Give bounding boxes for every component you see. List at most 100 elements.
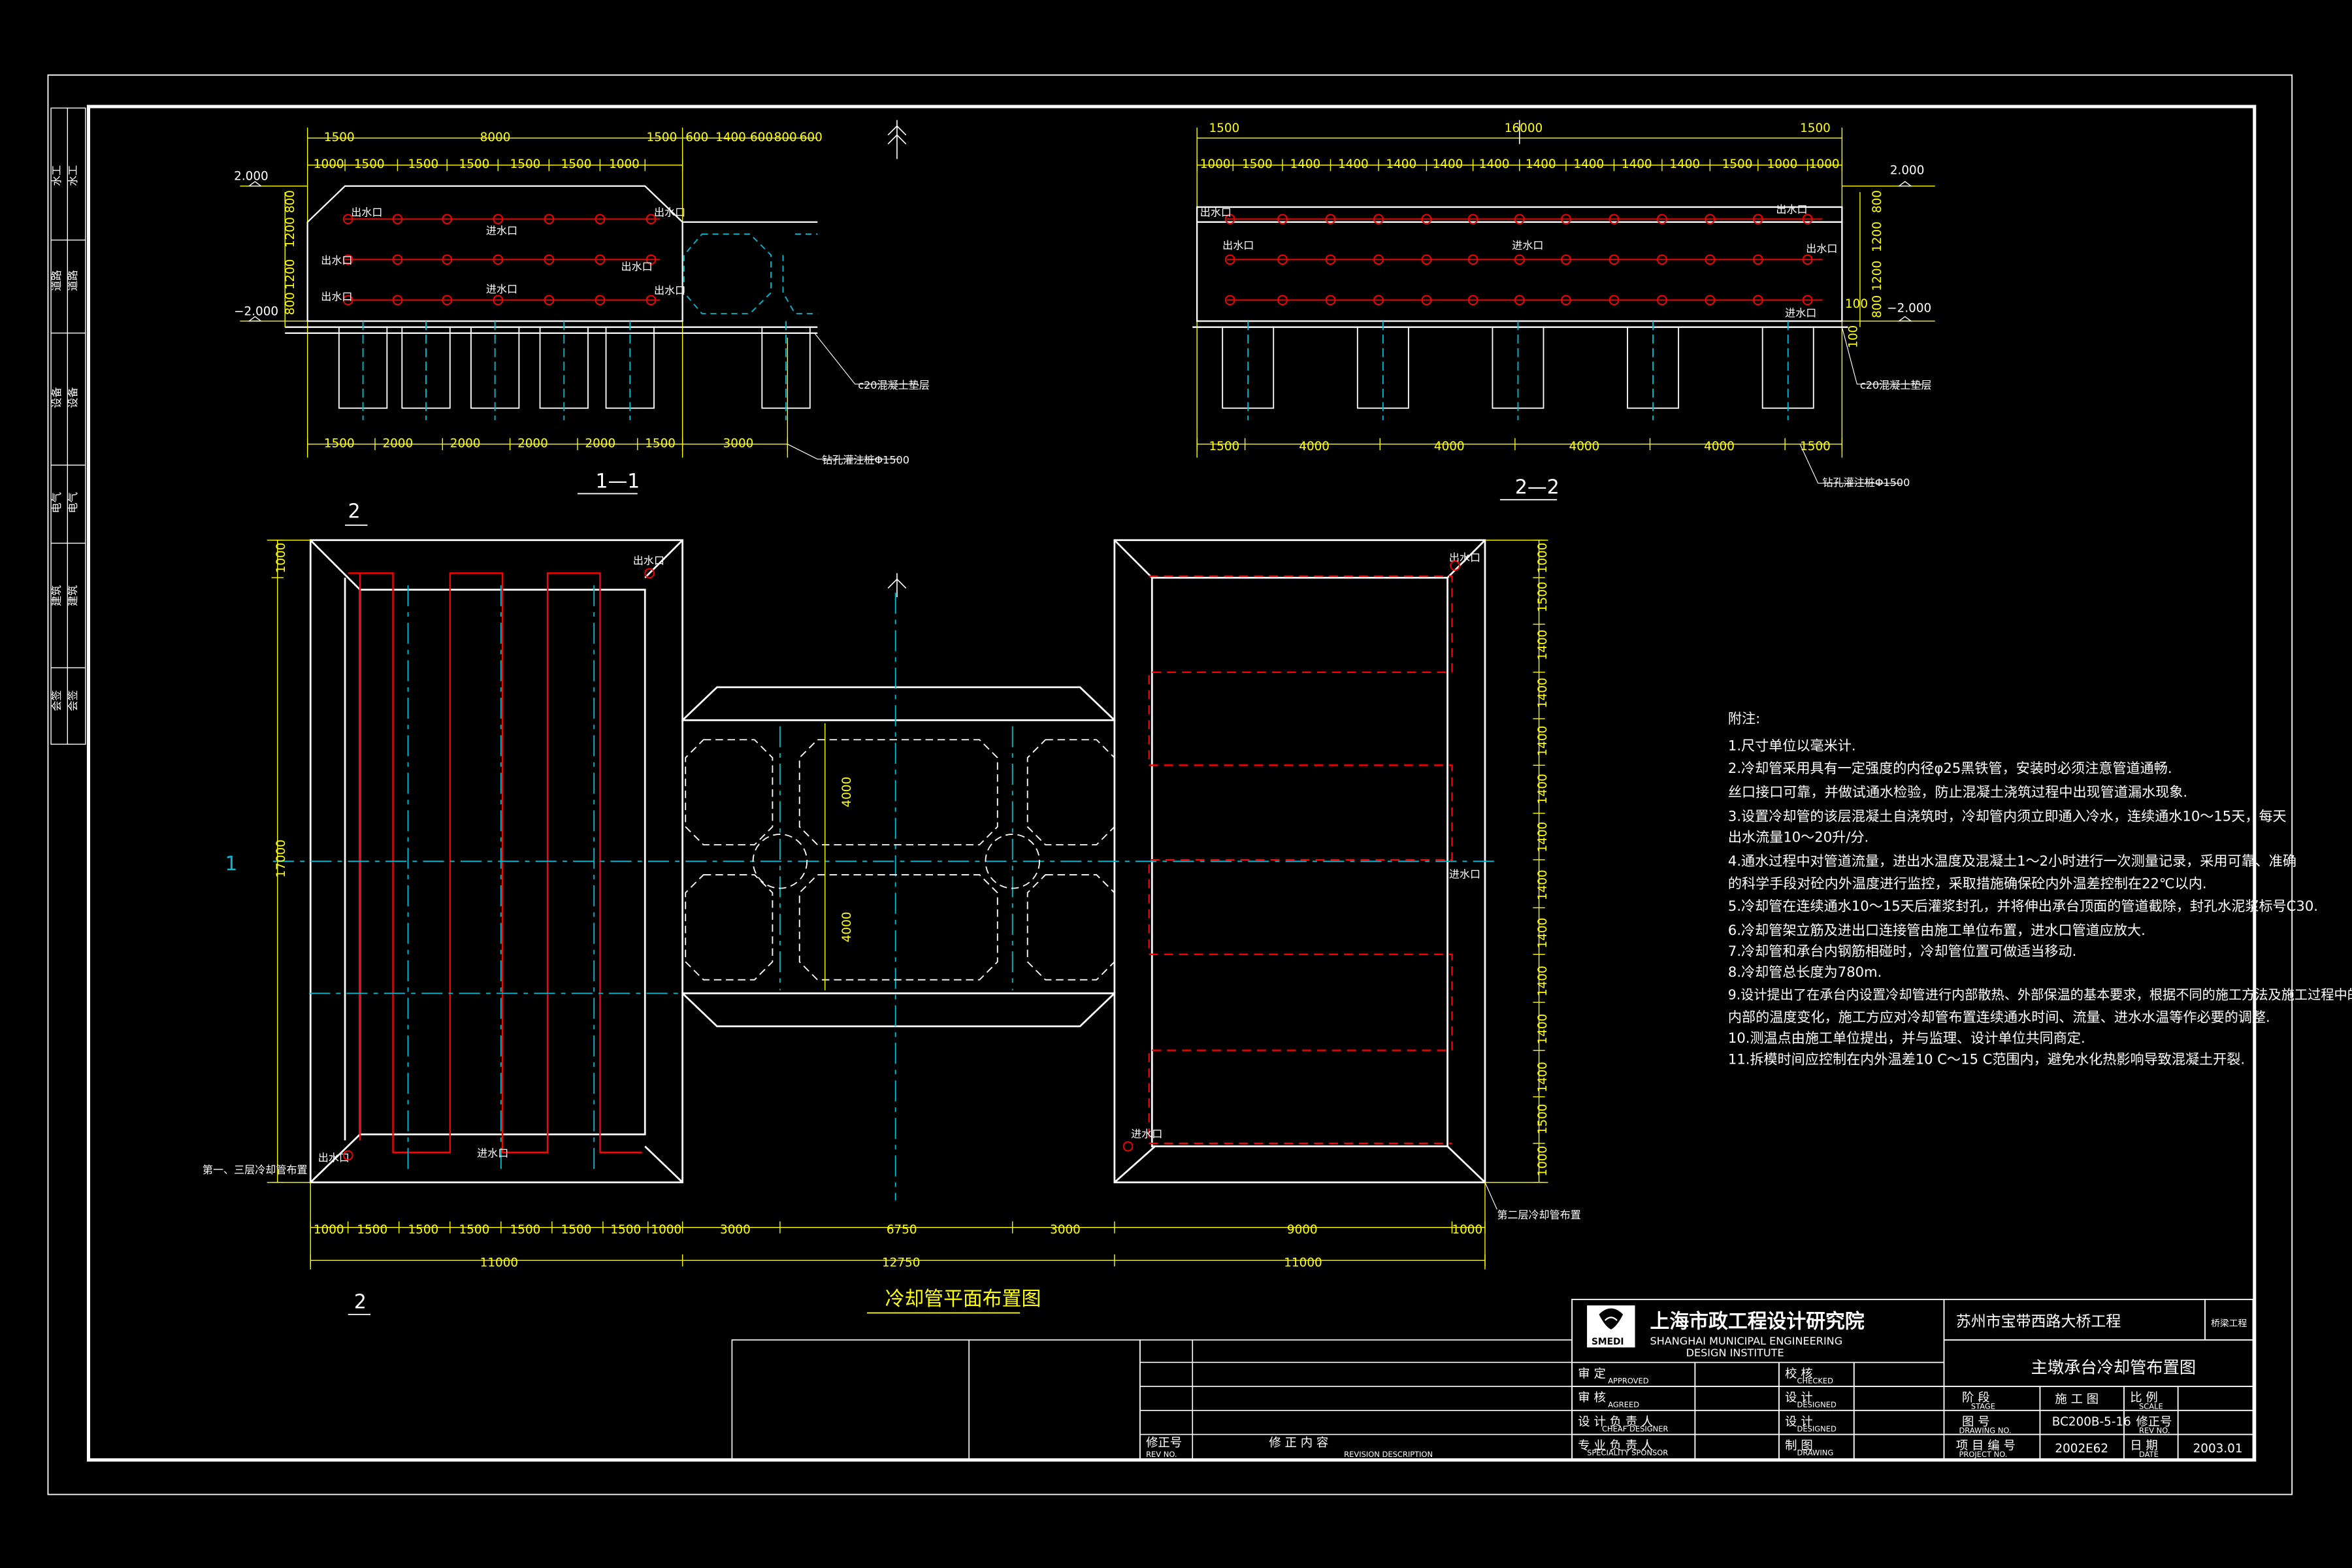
pipe-section [1224, 214, 1235, 225]
svg-text:DESIGNED: DESIGNED [1797, 1424, 1837, 1433]
svg-text:1500: 1500 [1800, 122, 1831, 135]
title-block [1571, 1298, 2254, 1461]
svg-text:1500: 1500 [1722, 157, 1753, 171]
dimension-text: 1500 16000 1500 1000 1500 1400 1400 1400… [1200, 122, 1884, 453]
svg-text:1400: 1400 [1536, 822, 1550, 853]
note-line: 4.通水过程中对管道流量，进出水温度及混凝土1～2小时进行一次测量记录，采用可靠… [1728, 853, 2296, 869]
svg-text:1400: 1400 [1536, 918, 1550, 949]
svg-text:1000: 1000 [651, 1223, 681, 1237]
svg-text:16000: 16000 [1505, 122, 1543, 135]
dimension-text: 1000 17000 4000 4000 1000 1500 1400 1400… [274, 543, 1550, 1270]
stamp-label: 会签 [50, 690, 63, 711]
svg-text:设 计: 设 计 [1785, 1415, 1813, 1429]
svg-text:1400: 1400 [1536, 678, 1550, 708]
project-no-value: 2002E62 [2055, 1442, 2108, 1456]
pipe-section [1421, 254, 1432, 265]
svg-text:REV NO.: REV NO. [2139, 1426, 2170, 1435]
pipe-section [1277, 214, 1288, 225]
svg-text:PROJECT NO.: PROJECT NO. [1959, 1450, 2007, 1459]
pipe-section [1802, 214, 1813, 225]
pipe-section [1325, 214, 1336, 225]
pipe-section [1224, 254, 1235, 265]
svg-text:4000: 4000 [1434, 440, 1465, 453]
pipe-section [1373, 214, 1384, 225]
stamp-label: 电气 [50, 492, 63, 513]
svg-text:1500: 1500 [561, 1223, 592, 1237]
pipe-section [595, 295, 606, 306]
pile-cap-outline [1026, 874, 1115, 981]
svg-text:进水口: 进水口 [486, 283, 517, 295]
pipe-section [1373, 295, 1384, 306]
side-stamp [50, 107, 86, 745]
pipe-section [442, 254, 452, 265]
svg-text:出水口: 出水口 [654, 206, 685, 219]
svg-text:SCALE: SCALE [2139, 1402, 2163, 1411]
north-arrow-icon [887, 573, 907, 598]
svg-text:DATE: DATE [2139, 1450, 2159, 1459]
pipe-section [342, 295, 353, 306]
pipe-section [1277, 254, 1288, 265]
svg-text:1400: 1400 [715, 131, 746, 144]
svg-text:1500: 1500 [561, 157, 592, 171]
pipe-section [645, 254, 657, 265]
svg-text:2.000: 2.000 [1890, 163, 1925, 177]
svg-text:1000: 1000 [1200, 157, 1231, 171]
svg-text:c20混凝土垫层: c20混凝土垫层 [1860, 379, 1932, 391]
svg-text:CHECKED: CHECKED [1797, 1377, 1834, 1386]
drawing-title: 主墩承台冷却管布置图 [2031, 1358, 2196, 1377]
note-line: 1.尺寸单位以毫米计. [1728, 737, 1856, 753]
svg-text:设 计: 设 计 [1785, 1391, 1813, 1405]
pipe-section [1609, 214, 1620, 225]
note-line: 3.设置冷却管的该层混凝土自浇筑时，冷却管内须立即通入冷水，连续通水10～15天… [1728, 808, 2287, 824]
svg-text:比 例: 比 例 [2130, 1391, 2158, 1405]
svg-text:1400: 1400 [1536, 870, 1550, 900]
pipe-section [1325, 295, 1336, 306]
svg-text:3000: 3000 [720, 1223, 751, 1237]
svg-text:1500: 1500 [1209, 122, 1240, 135]
svg-text:11000: 11000 [1284, 1256, 1322, 1269]
pipe-section [392, 295, 403, 306]
svg-text:4000: 4000 [1704, 440, 1735, 453]
pipe-section [1657, 214, 1667, 225]
note-line: 9.设计提出了在承台内设置冷却管进行内部散热、外部保温的基本要求，根据不同的施工… [1728, 987, 2352, 1003]
svg-text:1500: 1500 [645, 436, 676, 450]
svg-text:600: 600 [685, 131, 708, 144]
pipe-section [442, 295, 452, 306]
note-line: 5.冷却管在连续通水10～15天后灌浆封孔，并将伸出承台顶面的管道截除，封孔水泥… [1728, 898, 2318, 914]
pipe-section [1753, 254, 1763, 265]
rev-no-label: 修正号 [1146, 1436, 1182, 1450]
pipe-section [1753, 295, 1763, 306]
date-value: 2003.01 [2193, 1442, 2243, 1456]
svg-text:APPROVED: APPROVED [1608, 1377, 1649, 1386]
svg-text:专 业 负 责 人: 专 业 负 责 人 [1578, 1439, 1653, 1453]
svg-text:8000: 8000 [480, 131, 511, 144]
svg-text:600: 600 [750, 131, 773, 144]
svg-text:1000: 1000 [1809, 157, 1840, 171]
project-name: 苏州市宝带西路大桥工程 [1956, 1313, 2121, 1330]
institute-name-en: DESIGN INSTITUTE [1686, 1347, 1784, 1359]
svg-text:1400: 1400 [1536, 726, 1550, 757]
section-1-1: 1500 8000 1500 600 1400 600 800 600 1000… [234, 127, 930, 495]
pipe-section [1561, 295, 1571, 306]
pipe-section [544, 254, 555, 265]
svg-text:出水口: 出水口 [351, 206, 382, 219]
pipe-section [645, 214, 657, 225]
svg-text:制 图: 制 图 [1785, 1439, 1813, 1453]
svg-text:DRAWING: DRAWING [1797, 1448, 1834, 1458]
svg-text:1200: 1200 [1870, 261, 1884, 291]
pipe-section [1705, 295, 1716, 306]
stamp-label: 水工 [50, 165, 63, 186]
plan-view: 1000 17000 4000 4000 1000 1500 1400 1400… [203, 539, 1581, 1314]
pipe-section [442, 214, 452, 225]
section-marks: 2 2 1 [225, 500, 366, 1313]
svg-text:4000: 4000 [840, 777, 854, 808]
svg-text:设 计 负 责 人: 设 计 负 责 人 [1578, 1415, 1653, 1429]
svg-text:DRAWING NO.: DRAWING NO. [1959, 1426, 2011, 1435]
svg-text:17000: 17000 [274, 840, 288, 877]
stamp-label: 会签 [67, 690, 79, 711]
svg-text:SPECIALITY SPONSOR: SPECIALITY SPONSOR [1587, 1448, 1668, 1458]
svg-text:审 定: 审 定 [1578, 1367, 1606, 1380]
svg-text:c20混凝土垫层: c20混凝土垫层 [858, 379, 930, 391]
plan-title: 冷却管平面布置图 [885, 1288, 1041, 1311]
